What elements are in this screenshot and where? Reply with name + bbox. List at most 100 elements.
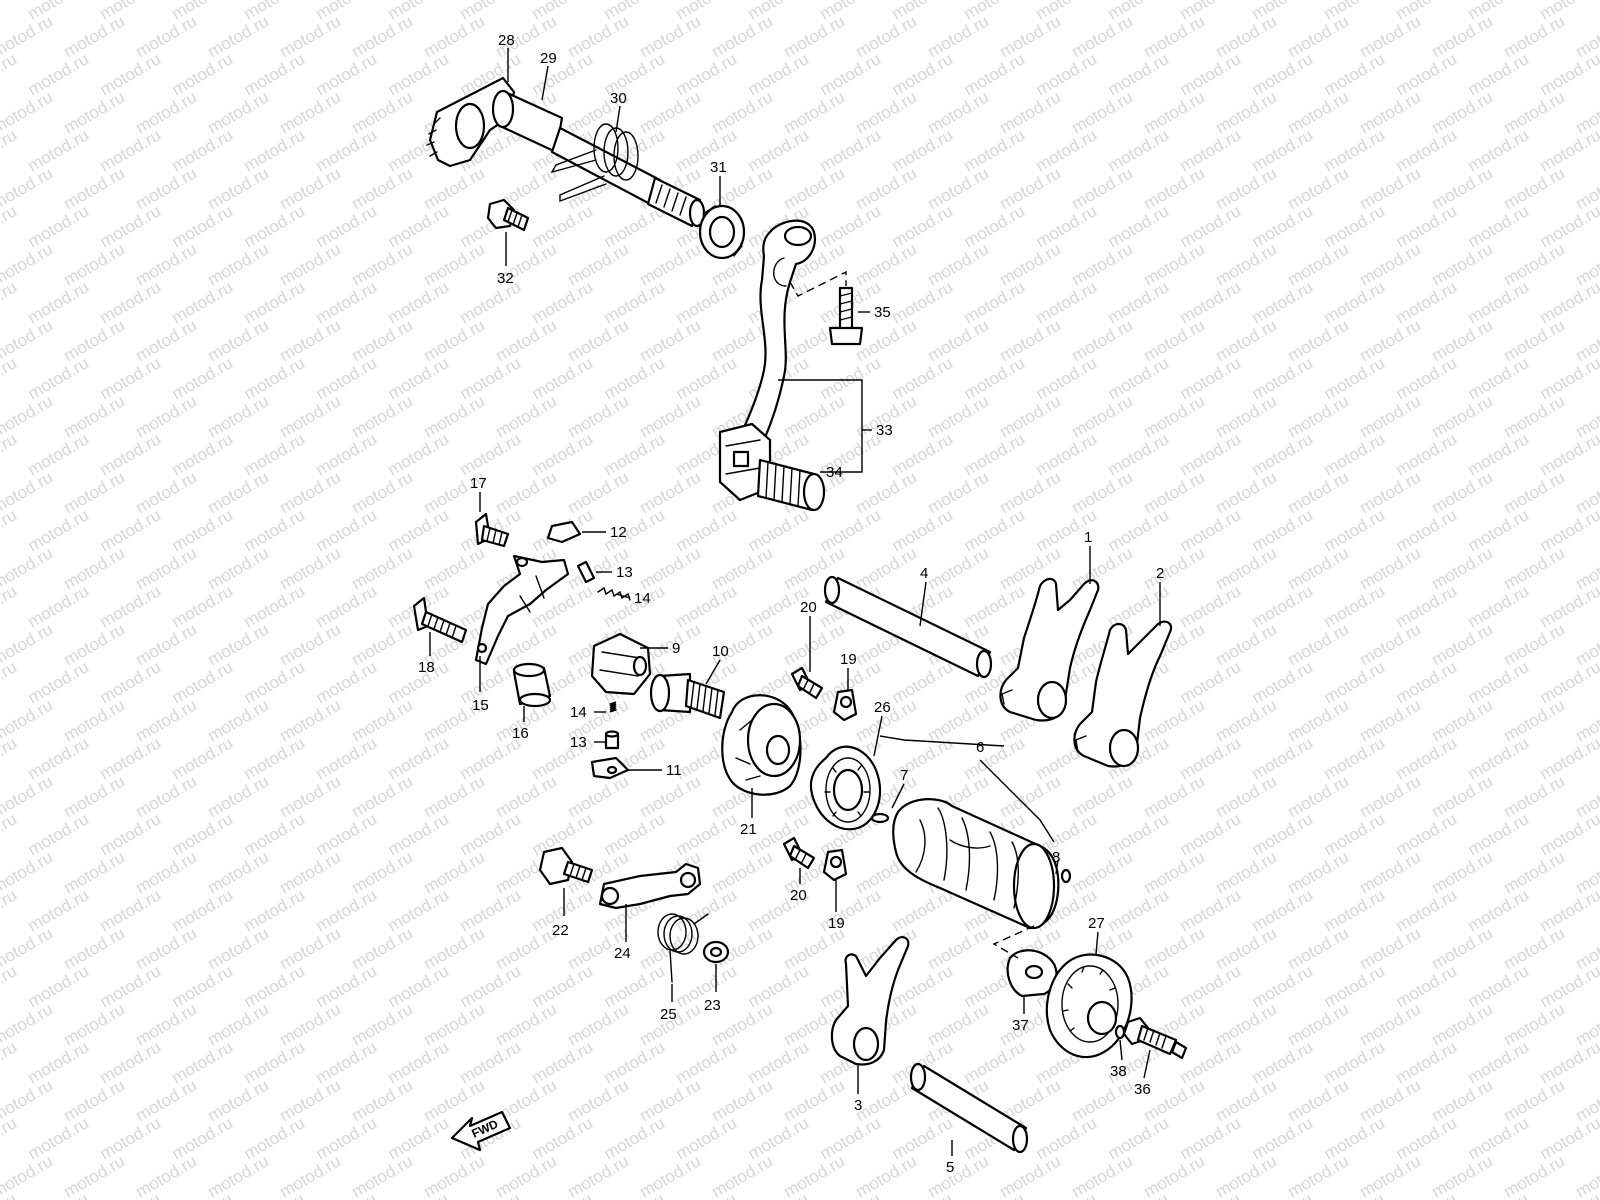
watermark-text: motod.ru xyxy=(1213,163,1281,213)
watermark-text: motod.ru xyxy=(601,353,669,403)
watermark-text: motod.ru xyxy=(457,961,525,1011)
watermark-text: motod.ru xyxy=(1321,809,1389,859)
watermark-text: motod.ru xyxy=(1537,1037,1600,1087)
watermark-text: motod.ru xyxy=(1141,315,1209,365)
watermark-text: motod.ru xyxy=(421,239,489,289)
watermark-text: motod.ru xyxy=(565,391,633,441)
callout-23: 23 xyxy=(704,997,721,1014)
watermark-text: motod.ru xyxy=(313,885,381,935)
watermark-text: motod.ru xyxy=(1249,125,1317,175)
part-1-shift-fork xyxy=(999,577,1100,722)
watermark-text: motod.ru xyxy=(1537,429,1600,479)
watermark-text: motod.ru xyxy=(601,1189,669,1200)
watermark-text: motod.ru xyxy=(241,201,309,251)
watermark-text: motod.ru xyxy=(1357,847,1425,897)
watermark-text: motod.ru xyxy=(565,1151,633,1200)
watermark-text: motod.ru xyxy=(1285,695,1353,745)
watermark-text: motod.ru xyxy=(133,619,201,669)
watermark-text: motod.ru xyxy=(349,391,417,441)
watermark-text: motod.ru xyxy=(241,961,309,1011)
watermark-text: motod.ru xyxy=(673,809,741,859)
watermark-text: motod.ru xyxy=(601,277,669,327)
watermark-text: motod.ru xyxy=(1321,49,1389,99)
watermark-text: motod.ru xyxy=(1357,87,1425,137)
watermark-text: motod.ru xyxy=(1429,847,1497,897)
watermark-text: motod.ru xyxy=(889,201,957,251)
watermark-text: motod.ru xyxy=(169,809,237,859)
watermark-text: motod.ru xyxy=(961,733,1029,783)
watermark-text: motod.ru xyxy=(277,239,345,289)
watermark-text: motod.ru xyxy=(349,543,417,593)
watermark-text: motod.ru xyxy=(781,87,849,137)
watermark-text: motod.ru xyxy=(925,467,993,517)
watermark-text: motod.ru xyxy=(1357,1151,1425,1200)
watermark-text: motod.ru xyxy=(1393,885,1461,935)
watermark-text: motod.ru xyxy=(205,771,273,821)
watermark-text: motod.ru xyxy=(1321,1113,1389,1163)
watermark-text: motod.ru xyxy=(1069,315,1137,365)
watermark-text: motod.ru xyxy=(817,1113,885,1163)
watermark-text: motod.ru xyxy=(61,87,129,137)
callout-20-upper: 20 xyxy=(800,599,817,616)
watermark-text: motod.ru xyxy=(421,847,489,897)
watermark-text: motod.ru xyxy=(1321,429,1389,479)
watermark-text: motod.ru xyxy=(205,619,273,669)
watermark-text: motod.ru xyxy=(1501,619,1569,669)
callout-1: 1 xyxy=(1084,529,1092,546)
watermark-text: motod.ru xyxy=(169,885,237,935)
watermark-text: motod.ru xyxy=(1285,847,1353,897)
callout-7: 7 xyxy=(900,767,908,784)
watermark-text: motod.ru xyxy=(1105,125,1173,175)
watermark-text: motod.ru xyxy=(1393,49,1461,99)
watermark-text: motod.ru xyxy=(925,163,993,213)
leader-dashed-33-35 xyxy=(789,270,847,297)
watermark-text: motod.ru xyxy=(241,1189,309,1200)
watermark-text: motod.ru xyxy=(1069,391,1137,441)
watermark-text: motod.ru xyxy=(673,125,741,175)
watermark-text: motod.ru xyxy=(1249,277,1317,327)
watermark-text: motod.ru xyxy=(25,277,93,327)
watermark-text: motod.ru xyxy=(241,429,309,479)
watermark-text: motod.ru xyxy=(1285,163,1353,213)
watermark-text: motod.ru xyxy=(313,125,381,175)
watermark-text: motod.ru xyxy=(133,999,201,1049)
watermark-text: motod.ru xyxy=(853,239,921,289)
watermark-text: motod.ru xyxy=(1285,999,1353,1049)
watermark-text: motod.ru xyxy=(1249,961,1317,1011)
watermark-text: motod.ru xyxy=(1033,429,1101,479)
watermark-text: motod.ru xyxy=(25,961,93,1011)
callout-12: 12 xyxy=(610,524,627,541)
watermark-text: motod.ru xyxy=(853,315,921,365)
watermark-text: motod.ru xyxy=(637,467,705,517)
watermark-text: motod.ru xyxy=(25,733,93,783)
watermark-text: motod.ru xyxy=(313,961,381,1011)
watermark-text: motod.ru xyxy=(0,581,20,631)
watermark-text: motod.ru xyxy=(1465,505,1533,555)
watermark-text: motod.ru xyxy=(277,163,345,213)
watermark-text: motod.ru xyxy=(529,1189,597,1200)
part-3-shift-fork xyxy=(830,936,910,1066)
watermark-text: motod.ru xyxy=(97,429,165,479)
watermark-text: motod.ru xyxy=(1429,1151,1497,1200)
watermark-text: motod.ru xyxy=(601,429,669,479)
watermark-text: motod.ru xyxy=(25,125,93,175)
watermark-text: motod.ru xyxy=(961,49,1029,99)
watermark-text: motod.ru xyxy=(565,239,633,289)
watermark-text: motod.ru xyxy=(1069,11,1137,61)
watermark-text: motod.ru xyxy=(349,87,417,137)
watermark-text: motod.ru xyxy=(61,467,129,517)
watermark-text: motod.ru xyxy=(421,999,489,1049)
watermark-text: motod.ru xyxy=(565,315,633,365)
watermark-text: motod.ru xyxy=(25,581,93,631)
part-21-gearshift-cam xyxy=(721,694,802,796)
watermark-text: motod.ru xyxy=(817,49,885,99)
watermark-text: motod.ru xyxy=(601,961,669,1011)
watermark-text: motod.ru xyxy=(61,1075,129,1125)
watermark-text: motod.ru xyxy=(1393,201,1461,251)
watermark-text: motod.ru xyxy=(241,353,309,403)
watermark-text: motod.ru xyxy=(61,923,129,973)
watermark-text: motod.ru xyxy=(169,201,237,251)
watermark-text: motod.ru xyxy=(61,771,129,821)
watermark-text: motod.ru xyxy=(601,809,669,859)
watermark-text: motod.ru xyxy=(1105,1189,1173,1200)
